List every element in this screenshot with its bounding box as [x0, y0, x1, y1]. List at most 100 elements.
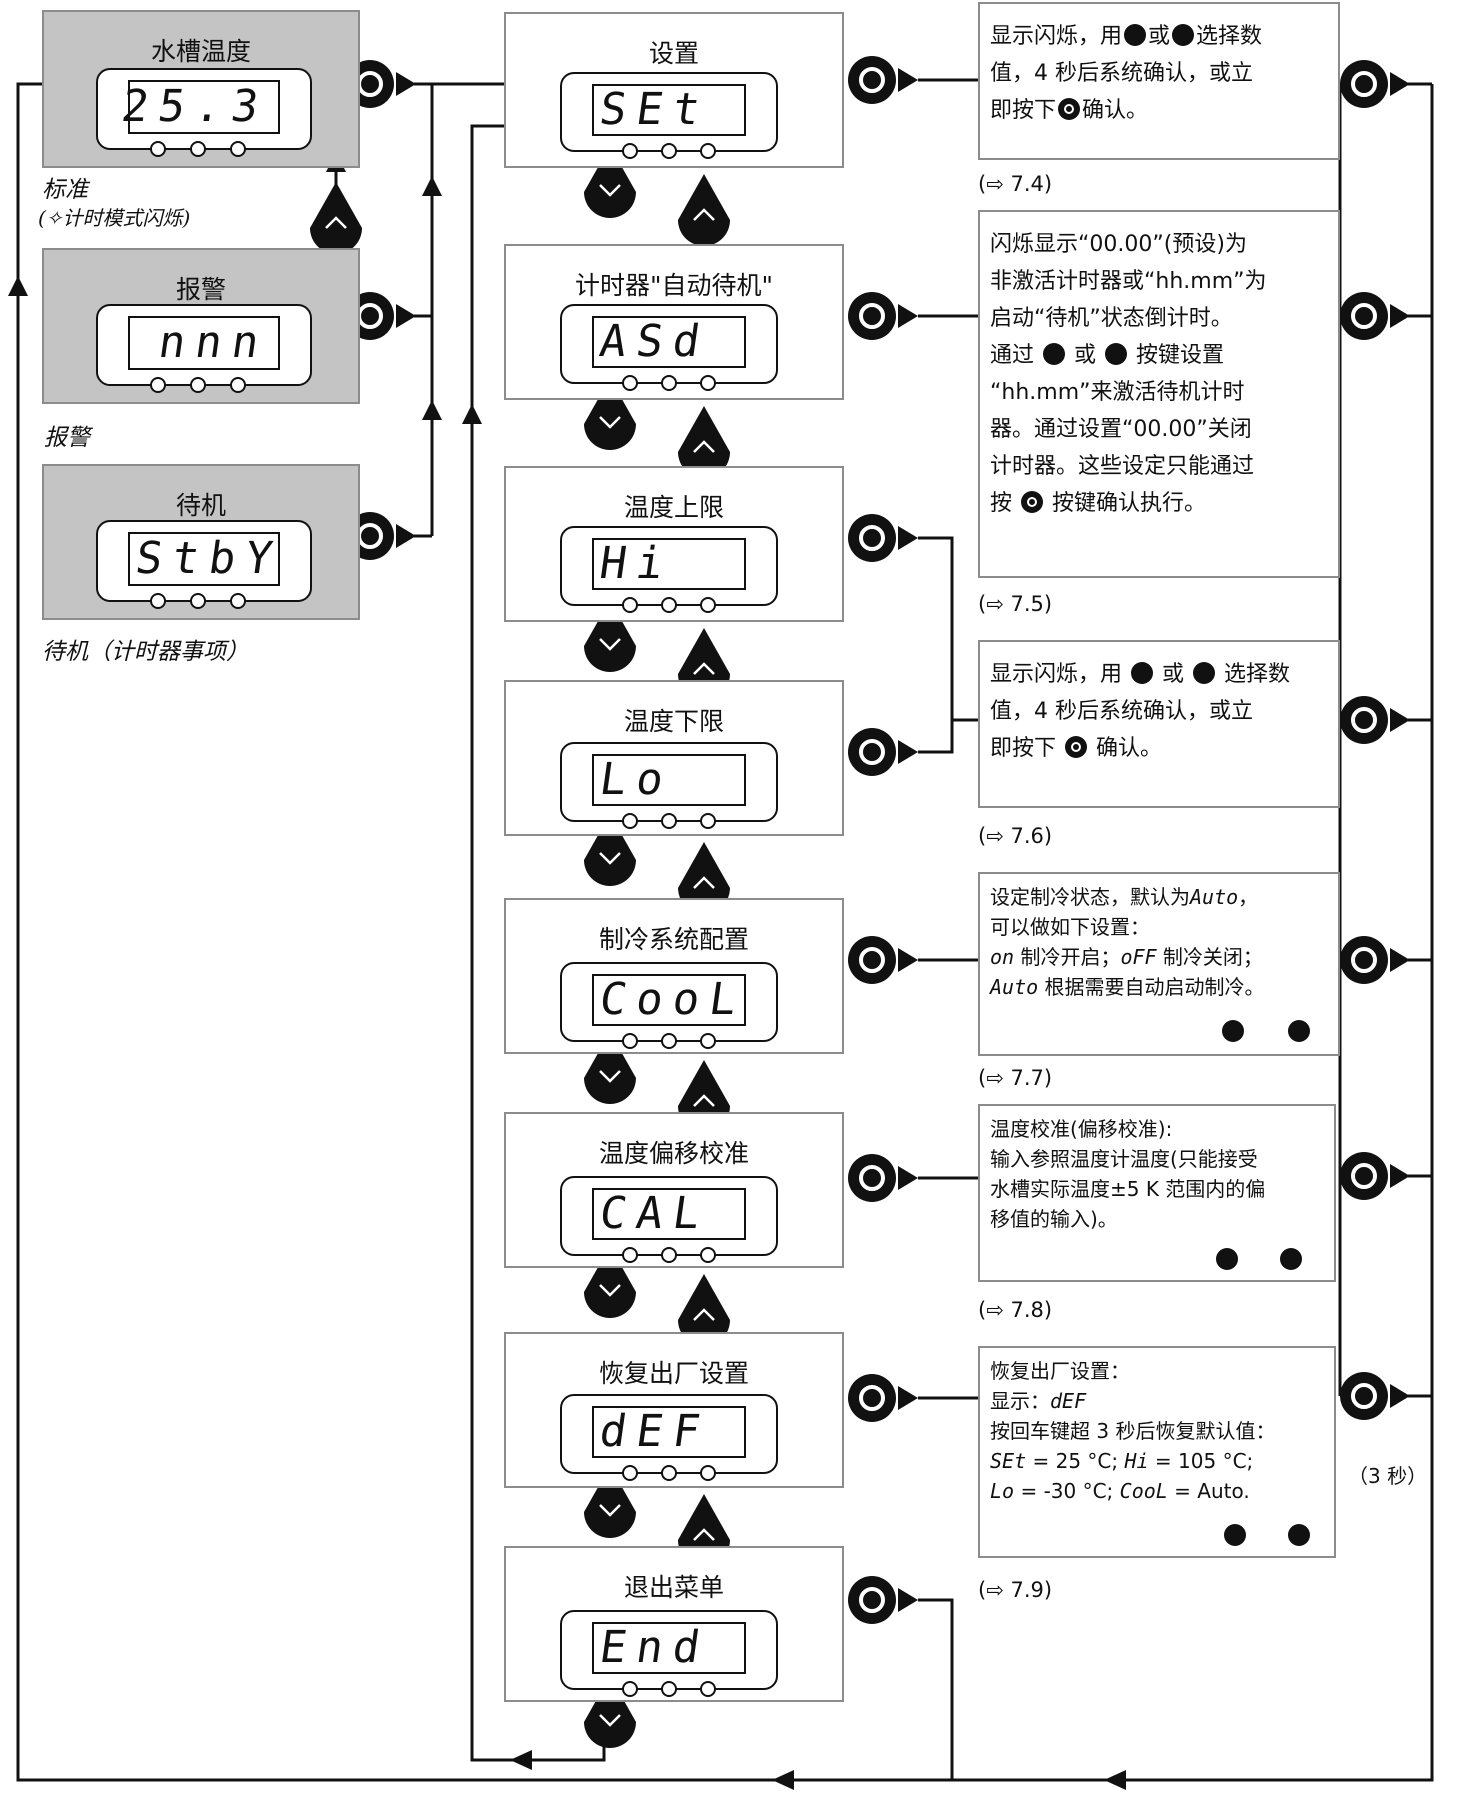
reference-7-7: (⇨ 7.7)	[978, 1066, 1053, 1090]
hold-three-seconds-note: （3 秒）	[1348, 1464, 1428, 1488]
down-arrow-button[interactable]	[584, 146, 636, 218]
panel-title: 水槽温度	[150, 37, 251, 66]
arrow-head	[898, 526, 918, 550]
down-arrow-button[interactable]	[584, 600, 636, 672]
down-arrow-button[interactable]	[584, 378, 636, 450]
arrow-head	[898, 1166, 918, 1190]
enter-button-ring[interactable]	[859, 303, 885, 329]
panel-title: 制冷系统配置	[598, 925, 749, 954]
down-arrow-button-icon	[1124, 24, 1147, 46]
enter-button-icon[interactable]	[848, 1374, 896, 1422]
chevron-down-icon	[599, 1504, 621, 1517]
chevron-up-icon	[693, 1528, 715, 1541]
enter-button-icon[interactable]	[848, 56, 896, 104]
enter-button-ring[interactable]	[1351, 1163, 1377, 1189]
arrow-head	[898, 1588, 918, 1612]
enter-button-ring[interactable]	[859, 1165, 885, 1191]
arrow-head	[898, 68, 918, 92]
up-arrow-button-icon	[1172, 24, 1195, 46]
arrow-head	[422, 400, 442, 420]
lcd-display: CooL	[560, 962, 778, 1049]
chevron-down-icon	[599, 852, 621, 865]
arrow-head	[1390, 708, 1410, 732]
panel-alarm: 报警 nnn	[42, 248, 360, 404]
enter-button-icon	[1065, 736, 1088, 758]
down-arrow-button-icon	[1131, 662, 1154, 684]
enter-button-ring[interactable]	[859, 739, 885, 765]
down-arrow-button[interactable]	[584, 1676, 636, 1748]
arrow-head	[510, 1750, 532, 1770]
enter-button-ring[interactable]	[859, 67, 885, 93]
enter-button-ring[interactable]	[1351, 947, 1377, 973]
enter-button-icon[interactable]	[848, 936, 896, 984]
enter-button-icon[interactable]	[1340, 1152, 1388, 1200]
menu-panel-factory-reset: 恢复出厂设置 dEF	[504, 1332, 844, 1488]
lcd-display: CAL	[560, 1176, 778, 1263]
enter-button-ring[interactable]	[859, 1587, 885, 1613]
enter-button-icon[interactable]	[848, 1154, 896, 1202]
arrow-head	[422, 176, 442, 196]
lcd-display: dEF	[560, 1394, 778, 1481]
desc-set: 显示闪烁，用或选择数 值，4 秒后系统确认，或立 即按下确认。	[978, 2, 1340, 160]
menu-panel-offset-calibration: 温度偏移校准 CAL	[504, 1112, 844, 1268]
chevron-down-icon	[599, 1714, 621, 1727]
caption-alarm: 报警	[44, 425, 90, 451]
down-arrow-button[interactable]	[584, 1246, 636, 1318]
panel-title: 温度下限	[623, 707, 724, 736]
down-arrow-button-icon	[1043, 343, 1066, 365]
display-value: SEt	[596, 84, 714, 135]
enter-button-icon[interactable]	[848, 728, 896, 776]
display-value: CooL	[596, 974, 750, 1025]
desc-hi-lo: 显示闪烁，用 或 选择数 值，4 秒后系统确认，或立 即按下 确认。	[978, 640, 1340, 808]
chevron-down-icon	[599, 184, 621, 197]
enter-button-icon[interactable]	[848, 514, 896, 562]
lcd-display: End	[560, 1610, 778, 1697]
reference-7-4: (⇨ 7.4)	[978, 172, 1053, 196]
enter-button-icon[interactable]	[1340, 60, 1388, 108]
enter-button-ring[interactable]	[1351, 707, 1377, 733]
enter-button-ring[interactable]	[859, 525, 885, 551]
arrow-head	[1390, 1164, 1410, 1188]
caption-standby-timer: 待机（计时器事项）	[42, 639, 249, 665]
enter-button-ring[interactable]	[1351, 71, 1377, 97]
down-arrow-button-icon	[1224, 1524, 1246, 1546]
enter-button-ring[interactable]	[1351, 303, 1377, 329]
enter-button-icon[interactable]	[848, 292, 896, 340]
chevron-up-icon	[693, 1094, 715, 1107]
display-value: 25.3	[118, 81, 272, 132]
enter-button-ring[interactable]	[1351, 1383, 1377, 1409]
arrow-head	[8, 276, 28, 296]
display-value: End	[596, 1622, 714, 1673]
panel-title: 计时器"自动待机"	[575, 271, 773, 300]
panel-title: 温度偏移校准	[598, 1139, 749, 1168]
enter-button-icon[interactable]	[848, 1576, 896, 1624]
arrow-head	[1390, 72, 1410, 96]
chevron-down-icon	[599, 1070, 621, 1083]
enter-button-icon[interactable]	[1340, 292, 1388, 340]
down-arrow-button[interactable]	[584, 1032, 636, 1104]
chevron-up-icon	[693, 440, 715, 453]
enter-button-ring[interactable]	[859, 947, 885, 973]
display-value: StbY	[132, 533, 286, 584]
display-value: Lo	[596, 754, 677, 805]
chevron-up-icon	[693, 662, 715, 675]
up-arrow-button-icon	[1280, 1248, 1302, 1270]
down-arrow-button[interactable]	[584, 1466, 636, 1538]
menu-panel-temp-upper-limit: 温度上限 Hi	[504, 466, 844, 622]
display-value: Hi	[596, 538, 677, 589]
panel-title: 报警	[175, 275, 226, 304]
display-value: dEF	[596, 1406, 714, 1457]
down-arrow-button[interactable]	[584, 814, 636, 886]
chevron-down-icon	[599, 638, 621, 651]
up-arrow-button-icon	[1288, 1020, 1310, 1042]
arrow-head	[462, 404, 482, 424]
enter-button-ring[interactable]	[859, 1385, 885, 1411]
enter-button-icon[interactable]	[1340, 1372, 1388, 1420]
chevron-up-icon	[693, 876, 715, 889]
panel-title: 恢复出厂设置	[598, 1359, 749, 1388]
enter-button-icon[interactable]	[1340, 936, 1388, 984]
menu-panel-set: 设置 SEt	[504, 12, 844, 168]
enter-button-icon[interactable]	[1340, 696, 1388, 744]
chevron-up-icon	[693, 1308, 715, 1321]
